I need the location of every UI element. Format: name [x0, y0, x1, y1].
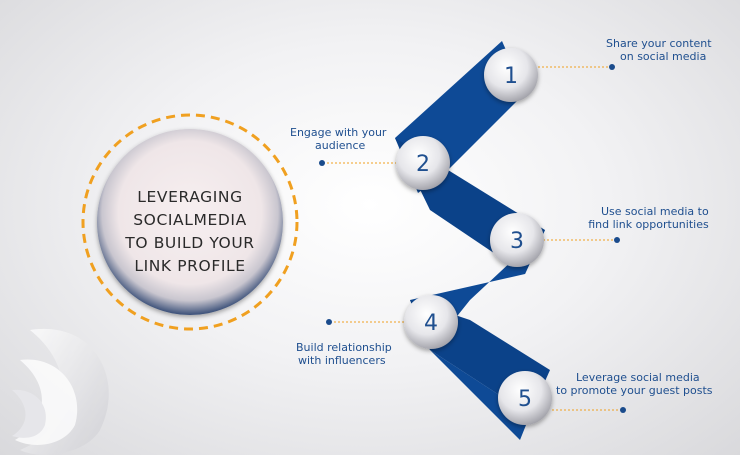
step-node-2	[396, 136, 450, 190]
step-node-4	[404, 295, 458, 349]
connector-dot	[620, 407, 626, 413]
center-circle	[81, 113, 299, 331]
step-label-2: Engage with your audience	[290, 126, 386, 152]
connector-dot	[319, 160, 325, 166]
step-label-1: Share your content on social media	[606, 37, 712, 63]
connector-dot	[609, 64, 615, 70]
center-title-line: LINK PROFILE	[134, 257, 246, 275]
center-title-line: LEVERAGING	[137, 188, 243, 206]
step-label-line: Engage with your	[290, 126, 387, 139]
step-number-5: 5	[518, 387, 532, 412]
step-label-line: to promote your guest posts	[556, 384, 713, 397]
step-label-line: Build relationship	[296, 341, 392, 354]
step-label-3: Use social media to find link opportunit…	[587, 205, 709, 231]
step-number-2: 2	[416, 152, 430, 177]
step-node-1	[484, 48, 538, 102]
connector-dot	[614, 237, 620, 243]
step-label-line: audience	[315, 139, 366, 152]
connector-dot	[326, 319, 332, 325]
step-number-4: 4	[424, 311, 438, 336]
step-label-line: Share your content	[606, 37, 712, 50]
step-label-line: with influencers	[298, 354, 386, 367]
step-node-3	[490, 213, 544, 267]
step-number-1: 1	[504, 64, 518, 89]
step-node-5	[498, 371, 552, 425]
globe-icon	[12, 328, 109, 455]
step-label-4: Build relationship with influencers	[296, 341, 392, 367]
step-number-3: 3	[510, 229, 524, 254]
step-label-line: Leverage social media	[576, 371, 700, 384]
center-title: LEVERAGING SOCIALMEDIA TO BUILD YOUR LIN…	[110, 186, 270, 278]
step-label-line: find link opportunities	[588, 218, 709, 231]
center-title-line: SOCIALMEDIA	[133, 211, 247, 229]
connectors	[323, 66, 623, 411]
dashed-ring	[81, 113, 299, 331]
step-label-line: on social media	[620, 50, 707, 63]
step-label-line: Use social media to	[601, 205, 709, 218]
step-label-5: Leverage social media to promote your gu…	[556, 371, 713, 397]
center-title-line: TO BUILD YOUR	[125, 234, 255, 252]
